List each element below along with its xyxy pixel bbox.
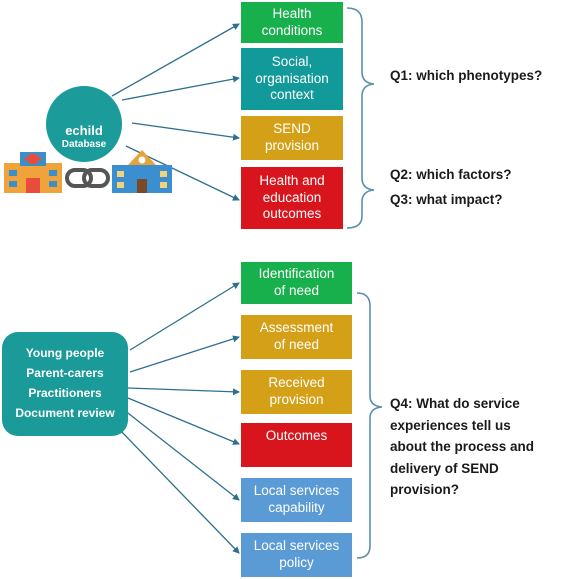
question-3: Q3: what impact?: [390, 192, 503, 207]
chain-link-icon: [65, 168, 110, 188]
source-practitioners: Practitioners: [28, 386, 102, 400]
box-social-context: Social, organisation context: [241, 48, 343, 110]
box-assessment-of-need: Assessment of need: [241, 315, 352, 359]
logo-subtitle: Database: [61, 139, 107, 150]
source-young-people: Young people: [25, 346, 105, 361]
box-received-provision: Received provision: [241, 370, 352, 414]
echild-logo: [46, 86, 122, 162]
arrow-logo-to-social-context: [121, 75, 240, 101]
question-2: Q2: which factors?: [390, 167, 512, 182]
question-4: Q4: What do service experiences tell us …: [390, 396, 535, 498]
source-document-review: Document review: [15, 405, 115, 420]
arrow-sources-to-policy: [117, 427, 240, 554]
box-identification-of-need: Identification of need: [241, 262, 352, 304]
bottom-brace: [356, 292, 383, 559]
arrow-sources-to-assessment: [129, 335, 240, 373]
top-brace: [346, 7, 375, 229]
arrow-logo-to-send-provision: [131, 122, 240, 141]
question-1: Q1: which phenotypes?: [390, 68, 543, 83]
box-local-services-capability: Local services capability: [241, 478, 352, 522]
box-health-conditions: Health conditions: [241, 2, 343, 43]
arrow-logo-to-health-conditions: [111, 23, 240, 97]
arrow-sources-to-received-provision: [127, 387, 240, 396]
box-send-provision: SEND provision: [241, 116, 343, 160]
arrow-sources-to-outcomes: [127, 397, 240, 445]
box-local-services-policy: Local services policy: [241, 533, 352, 577]
arrow-sources-to-identification: [129, 282, 240, 351]
data-sources-box: Young people Parent-carers Practitioners…: [2, 332, 128, 436]
box-health-education-outcomes: Health and education outcomes: [241, 167, 343, 229]
school-icon: [112, 150, 172, 193]
source-parent-carers: Parent-carers: [26, 366, 104, 381]
arrow-sources-to-capability: [123, 409, 240, 501]
hospital-icon: [4, 152, 62, 193]
logo-name: echild: [65, 123, 103, 138]
box-outcomes: Outcomes: [241, 423, 352, 467]
